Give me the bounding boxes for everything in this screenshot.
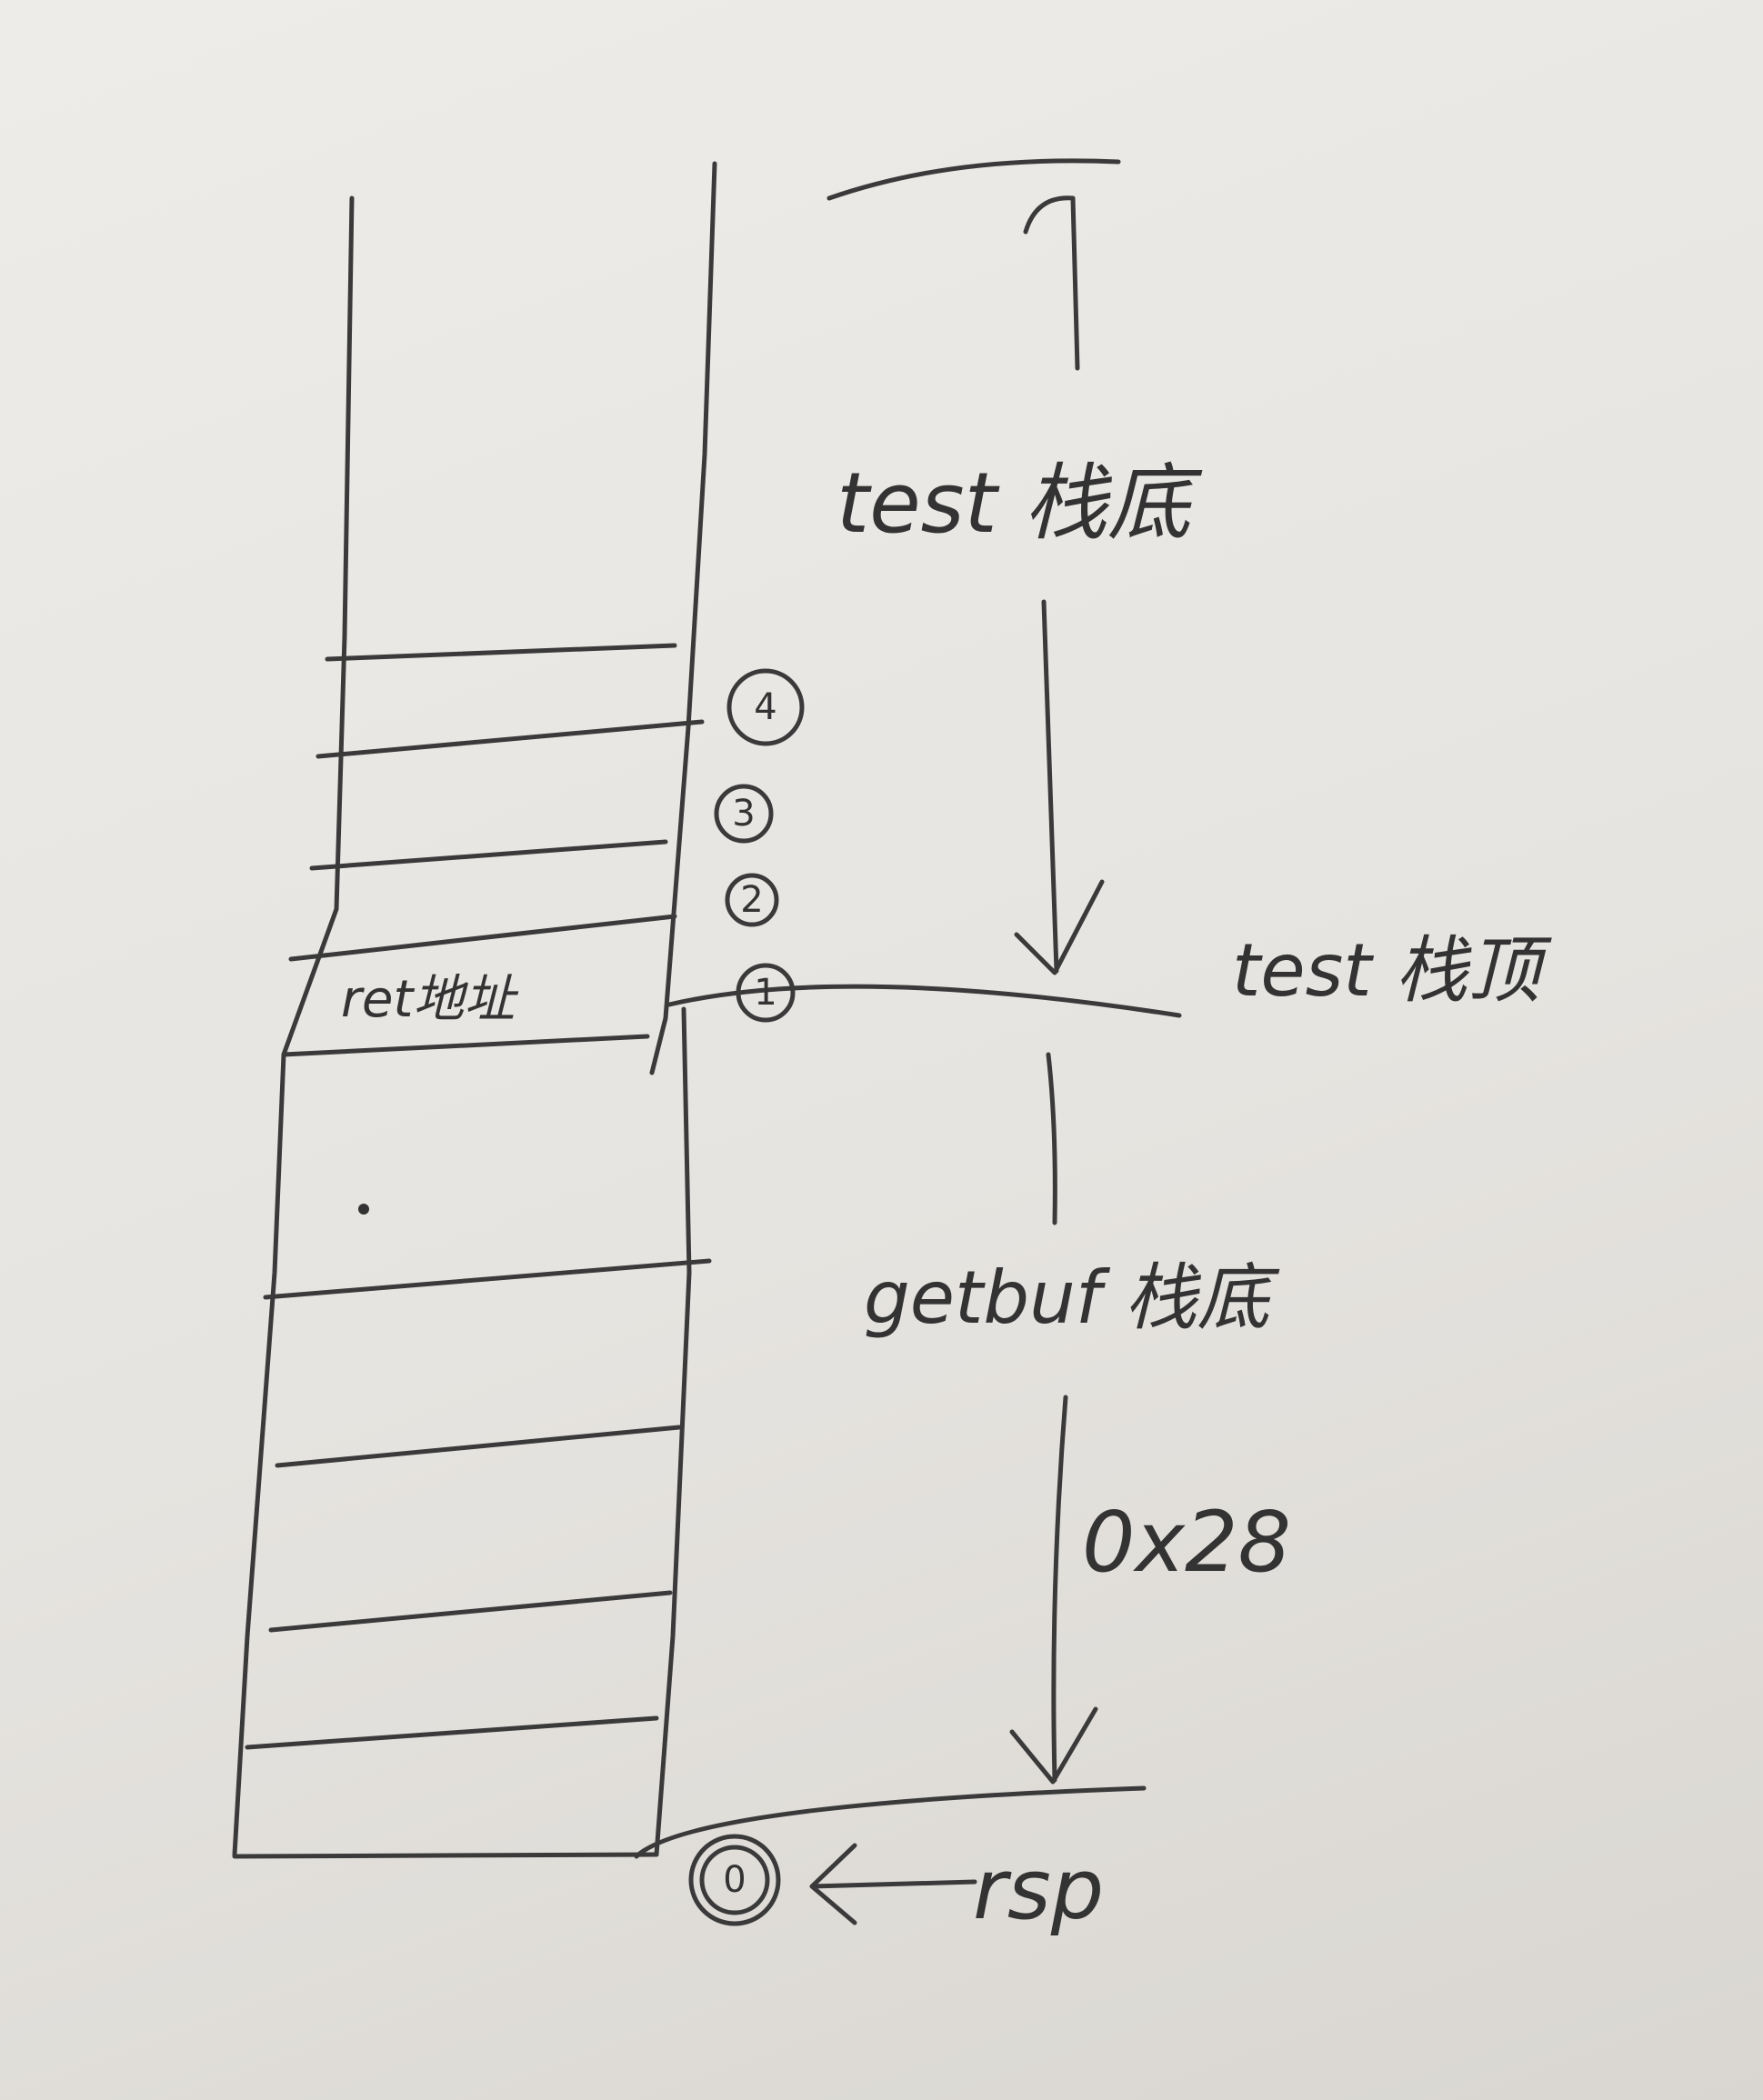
cell-line-6 xyxy=(275,1425,682,1468)
marker-0: 0 xyxy=(688,1834,781,1926)
test-frame-down-line xyxy=(1041,599,1059,974)
cell-line-4b xyxy=(316,719,705,759)
marker-1-text: 1 xyxy=(754,972,776,1014)
stack-left-wall xyxy=(232,195,355,1857)
marker-3-text: 3 xyxy=(732,793,755,835)
getbuf-frame-arrow xyxy=(1009,1052,1098,1785)
marker-2-text: 2 xyxy=(740,879,763,921)
marker-2: 2 xyxy=(725,873,779,927)
test-frame-bracket xyxy=(1023,195,1080,371)
rsp-line xyxy=(634,1785,1147,1859)
test-frame-arrowhead xyxy=(1014,879,1105,975)
cell-line-5 xyxy=(263,1258,712,1300)
test-frame-arrow xyxy=(1014,195,1105,975)
cell-line-4 xyxy=(325,643,677,662)
marker-4: 4 xyxy=(726,668,805,746)
marker-1: 1 xyxy=(736,963,796,1023)
offset-label: 0x28 xyxy=(1082,1494,1291,1591)
cell-line-8 xyxy=(245,1715,659,1750)
getbuf-frame-cells xyxy=(245,1204,712,1750)
test-stack-top-line xyxy=(666,984,1182,1018)
ret-address-label: ret地址 xyxy=(341,970,518,1029)
marker-0-text: 0 xyxy=(723,1859,746,1901)
marker-3: 3 xyxy=(714,784,774,844)
test-stack-bottom-label: test 栈底 xyxy=(836,455,1203,552)
getbuf-arrowhead xyxy=(1009,1706,1098,1785)
stray-dot xyxy=(358,1204,369,1215)
stack-bottom-edge xyxy=(232,1852,659,1859)
marker-4-text: 4 xyxy=(754,686,776,728)
cell-line-2 xyxy=(288,914,677,962)
getbuf-stack-bottom-label: getbuf 栈底 xyxy=(864,1255,1279,1340)
stack-right-wall-lower xyxy=(654,1006,692,1857)
test-top-line xyxy=(826,158,1121,201)
stack-right-wall-upper xyxy=(649,161,717,1075)
cell-line-3 xyxy=(309,839,668,871)
rsp-label: rsp xyxy=(973,1841,1104,1938)
test-stack-top-label: test 栈顶 xyxy=(1232,928,1552,1013)
rsp-arrow xyxy=(809,1843,977,1925)
cell-line-1 xyxy=(281,1034,650,1057)
getbuf-down-line xyxy=(1051,1395,1068,1783)
getbuf-up-line xyxy=(1046,1052,1057,1225)
test-frame-cells xyxy=(281,643,705,1057)
cell-line-7 xyxy=(268,1590,673,1633)
